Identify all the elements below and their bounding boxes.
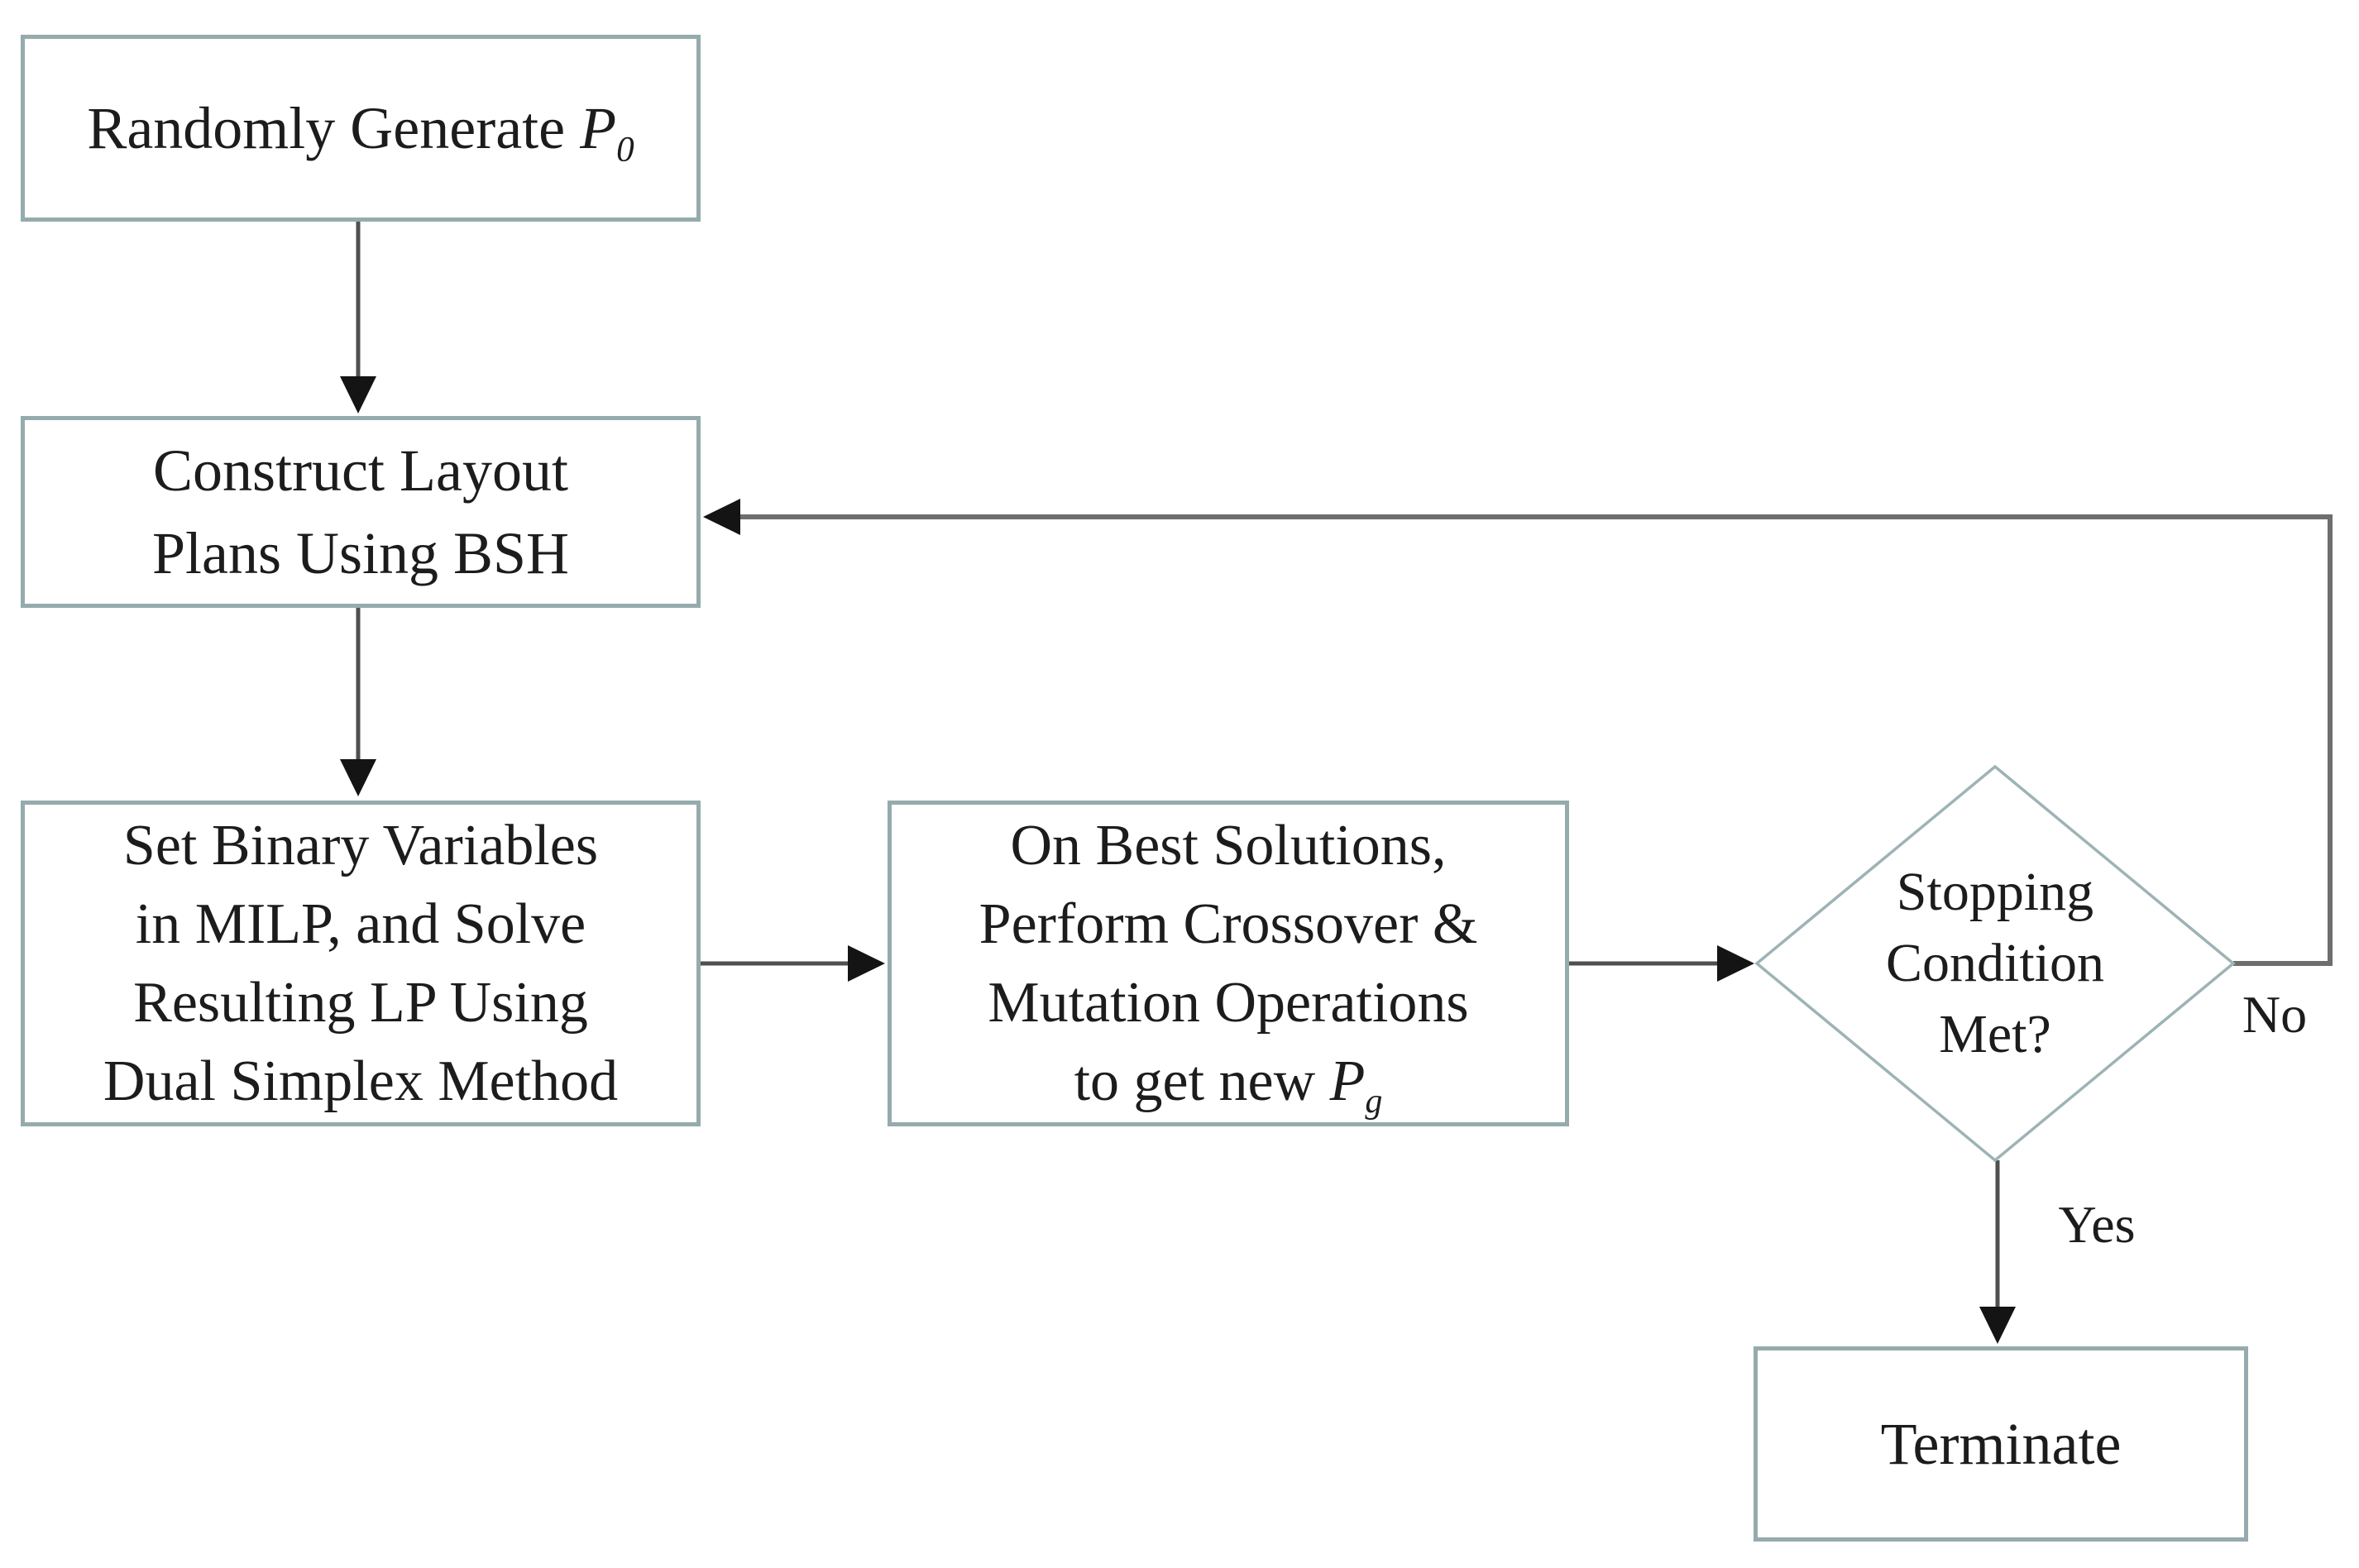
decision-label: Condition — [1885, 933, 2105, 993]
arrow-generate-to-construct — [340, 222, 376, 414]
math-sub-0: 0 — [616, 129, 634, 169]
node-label: Dual Simplex Method — [103, 1049, 619, 1113]
node-label: On Best Solutions, — [1010, 814, 1447, 877]
arrow-decision-yes-to-terminate — [1979, 1160, 2016, 1344]
node-label: in MILP, and Solve — [135, 892, 586, 956]
node-randomly-generate-p0: Randomly Generate P0 — [21, 35, 701, 222]
math-var-p: P — [580, 94, 617, 161]
node-construct-layout-bsh: Construct Layout Plans Using BSH — [21, 416, 701, 608]
node-milp-dual-simplex: Set Binary Variables in MILP, and Solve … — [21, 801, 701, 1126]
node-label: Terminate — [1880, 1410, 2122, 1477]
arrow-milp-to-crossover — [699, 945, 885, 982]
math-var-p: P — [1329, 1049, 1366, 1113]
node-crossover-mutation: On Best Solutions, Perform Crossover & M… — [888, 801, 1569, 1126]
node-label: Construct Layout — [153, 437, 568, 504]
decision-diamond-shape — [1754, 764, 2236, 1163]
node-label: Perform Crossover & — [979, 892, 1478, 956]
node-label: Mutation Operations — [988, 971, 1469, 1035]
arrow-construct-to-milp — [340, 608, 376, 796]
node-label: Set Binary Variables — [122, 814, 599, 877]
node-label: to get new Pg — [1074, 1049, 1383, 1121]
node-label: Randomly Generate P0 — [87, 94, 634, 169]
arrow-crossover-to-decision — [1569, 945, 1754, 982]
node-label: Plans Using BSH — [151, 520, 570, 586]
math-sub-g: g — [1365, 1083, 1383, 1121]
node-label: Resulting LP Using — [133, 971, 588, 1035]
node-terminate: Terminate — [1754, 1346, 2248, 1542]
decision-label: Stopping — [1896, 862, 2094, 922]
arrow-decision-no-loop — [703, 499, 2333, 966]
decision-label: Met? — [1939, 1004, 2051, 1064]
edge-label-yes: Yes — [2058, 1195, 2136, 1254]
edge-label-no: No — [2242, 985, 2308, 1044]
decision-stopping-condition: Stopping Condition Met? — [1757, 767, 2233, 1160]
